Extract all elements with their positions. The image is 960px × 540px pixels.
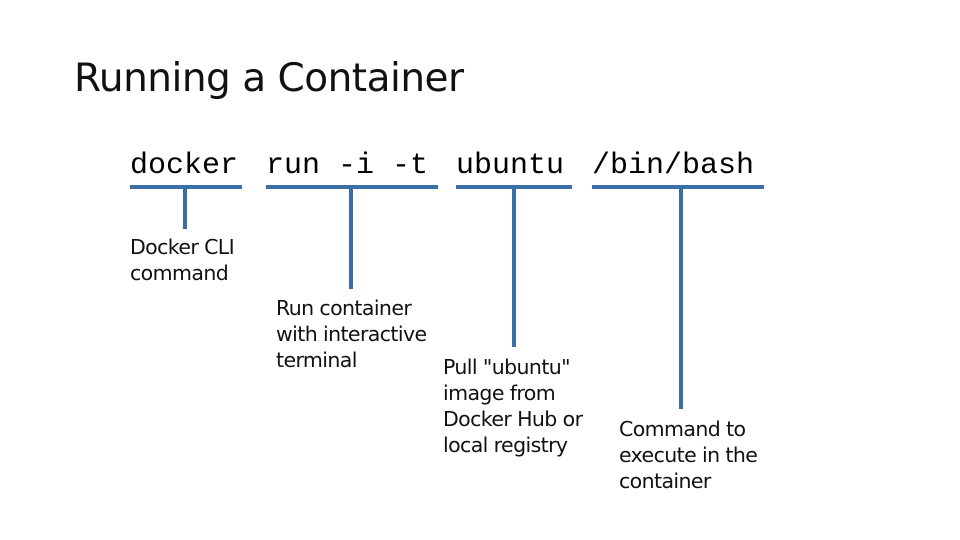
leader-docker: [183, 187, 187, 229]
token-cmd: /bin/bash: [592, 149, 755, 183]
command-line: docker run -i -t ubuntu /bin/bash: [130, 148, 770, 188]
callout-docker: Docker CLI command: [130, 235, 235, 285]
leader-image: [512, 187, 516, 347]
token-docker: docker: [130, 149, 239, 183]
callout-cmd: Command to execute in the container: [619, 417, 758, 493]
callout-run-flags: Run container with interactive terminal: [276, 296, 427, 372]
token-image: ubuntu: [456, 149, 565, 183]
leader-cmd: [679, 187, 683, 409]
callout-image: Pull "ubuntu" image from Docker Hub or l…: [443, 355, 583, 457]
leader-run-flags: [349, 187, 353, 289]
slide-title: Running a Container: [74, 56, 464, 101]
token-run-flags: run -i -t: [266, 149, 429, 183]
underline-cmd: [592, 185, 764, 189]
